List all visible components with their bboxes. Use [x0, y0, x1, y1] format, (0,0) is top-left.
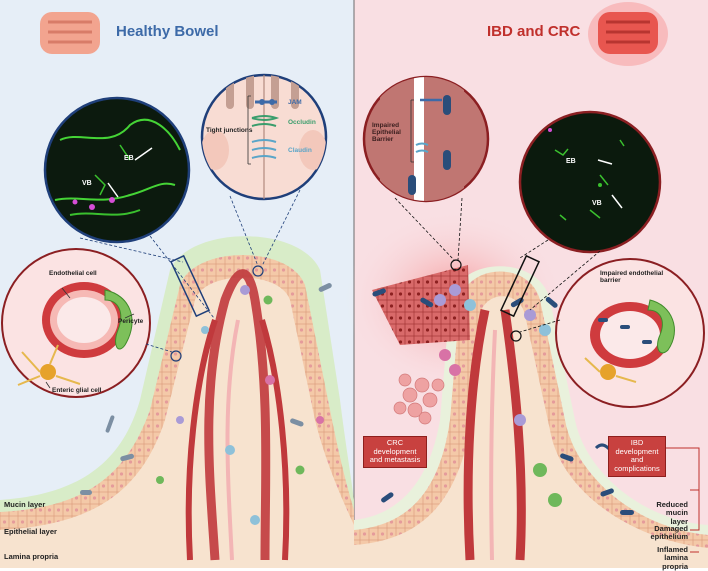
right-magnify-rect — [499, 254, 541, 318]
right-microscopy-inset — [518, 110, 662, 254]
layer-epithelial: Epithelial layer — [4, 527, 57, 536]
left-vessel-inset — [1, 248, 151, 398]
layer-mucin: Mucin layer — [4, 500, 46, 509]
right-villus — [354, 265, 708, 568]
endothelial-cell-label: Endothelial cell — [49, 270, 97, 277]
enteric-glial-cell-label: Enteric glial cell — [52, 387, 102, 394]
ibd-box: IBD development and complications — [608, 436, 666, 477]
impaired-epithelial-label: Impaired Epithelial Barrier — [372, 122, 401, 144]
left-villus — [0, 236, 354, 568]
crc-box: CRC development and metastasis — [363, 436, 427, 468]
change-epithelium: Damaged epithelium — [650, 524, 688, 542]
impaired-endothelial-label: Impaired endothelial barrier — [600, 270, 664, 285]
left-bacteria — [80, 283, 332, 495]
pericyte-label: Pericyte — [118, 318, 144, 325]
left-microscopy-inset — [43, 96, 191, 244]
right-title: IBD and CRC — [487, 23, 581, 40]
left-title: Healthy Bowel — [116, 23, 219, 40]
right-magnify-circle — [450, 259, 462, 271]
ibd-connector — [660, 447, 700, 531]
layer-lamina: Lamina propria — [4, 552, 59, 561]
claudin-label: Claudin — [288, 147, 312, 154]
change-lamina: Inflamed lamina propria — [657, 545, 688, 571]
intestine-icon-right — [588, 2, 668, 66]
micro-vb-right: VB — [592, 200, 602, 207]
intestine-icon-left — [40, 12, 100, 54]
left-magnify-rect — [169, 254, 211, 318]
micro-vb-left: VB — [82, 180, 92, 187]
occludin-label: Occludin — [288, 119, 316, 126]
tight-junctions-label: Tight junctions — [206, 127, 253, 134]
left-tight-junction-inset — [200, 73, 328, 201]
right-barrier-inset — [362, 75, 490, 203]
jam-label: JAM — [288, 99, 302, 106]
right-vessel-inset — [555, 258, 705, 408]
micro-eb-left: EB — [124, 155, 134, 162]
change-mucin: Reduced mucin layer — [656, 500, 688, 526]
micro-eb-right: EB — [566, 158, 576, 165]
